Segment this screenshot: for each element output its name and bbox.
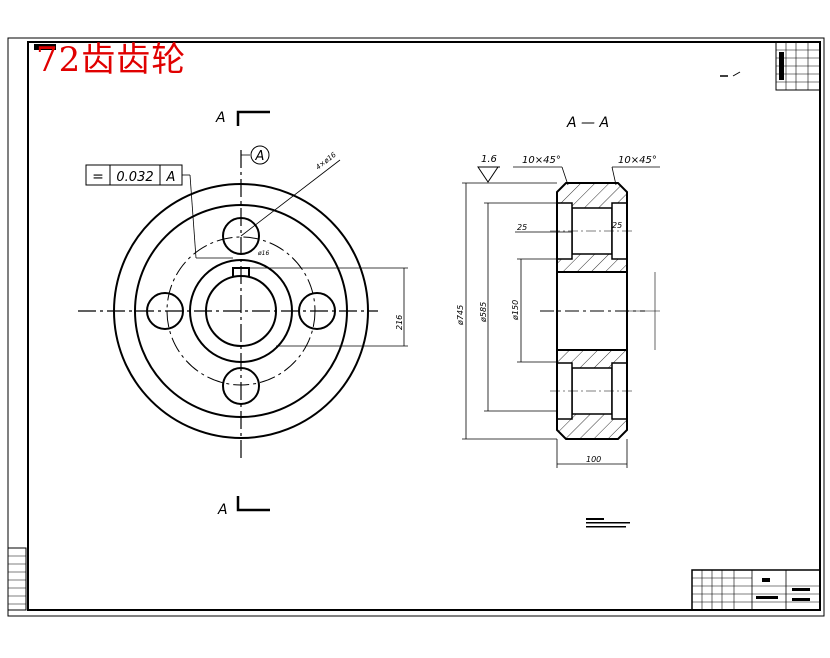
hub-circle <box>189 259 293 363</box>
dia-outer-label: ø745 <box>456 305 465 326</box>
top-left-tag <box>34 44 56 50</box>
tolerance-frame: = 0.032 A <box>85 164 183 186</box>
dim-25-right: 25 <box>612 221 622 230</box>
title-block <box>691 569 821 611</box>
front-view <box>78 150 408 462</box>
section-marker-top: A <box>215 110 270 126</box>
keyway <box>232 267 250 277</box>
small-mark <box>720 71 741 77</box>
section-view <box>540 182 660 440</box>
section-marker-bottom: A <box>217 496 270 518</box>
svg-text:A — A: A — A <box>566 115 609 131</box>
datum-marker: A <box>250 145 270 165</box>
hole-note: 4×ø16 <box>314 150 338 171</box>
section-label-top: A <box>215 110 226 126</box>
roughness-symbol: 1.6 <box>477 154 500 183</box>
bore-circle <box>205 275 277 347</box>
section-dimensions <box>462 166 660 468</box>
hole-leader <box>240 159 341 237</box>
hole-top <box>222 217 260 255</box>
rim-circle <box>134 204 348 418</box>
tolerance-symbol: = <box>92 169 104 185</box>
keyway-dim: 216 <box>395 315 404 330</box>
chamfer-left-label: 10×45° <box>522 155 561 166</box>
top-right-table <box>775 41 821 91</box>
left-edge-table <box>7 547 27 611</box>
hole-bottom <box>222 367 260 405</box>
outer-border <box>7 37 825 617</box>
hole-right <box>298 292 336 330</box>
keyway-note: ø16 <box>257 250 269 257</box>
inner-border <box>27 41 821 611</box>
dia-bore-label: ø150 <box>511 300 520 321</box>
tolerance-value: 0.032 <box>116 170 153 185</box>
width-label: 100 <box>586 455 601 464</box>
chamfer-right-label: 10×45° <box>618 155 657 166</box>
dim-25-left: 25 <box>517 223 527 232</box>
drawing-title: 72齿齿轮 <box>36 40 187 80</box>
svg-text:1.6: 1.6 <box>481 154 497 165</box>
tolerance-datum: A <box>166 170 176 185</box>
hole-left <box>146 292 184 330</box>
technical-note <box>586 518 630 528</box>
section-view-title: A — A <box>566 115 609 131</box>
datum-label: A <box>255 149 265 164</box>
section-label-bottom: A <box>217 502 228 518</box>
dia-pitch-label: ø585 <box>479 302 488 323</box>
bolt-pitch-circle <box>166 236 316 386</box>
outer-circle <box>113 183 369 439</box>
